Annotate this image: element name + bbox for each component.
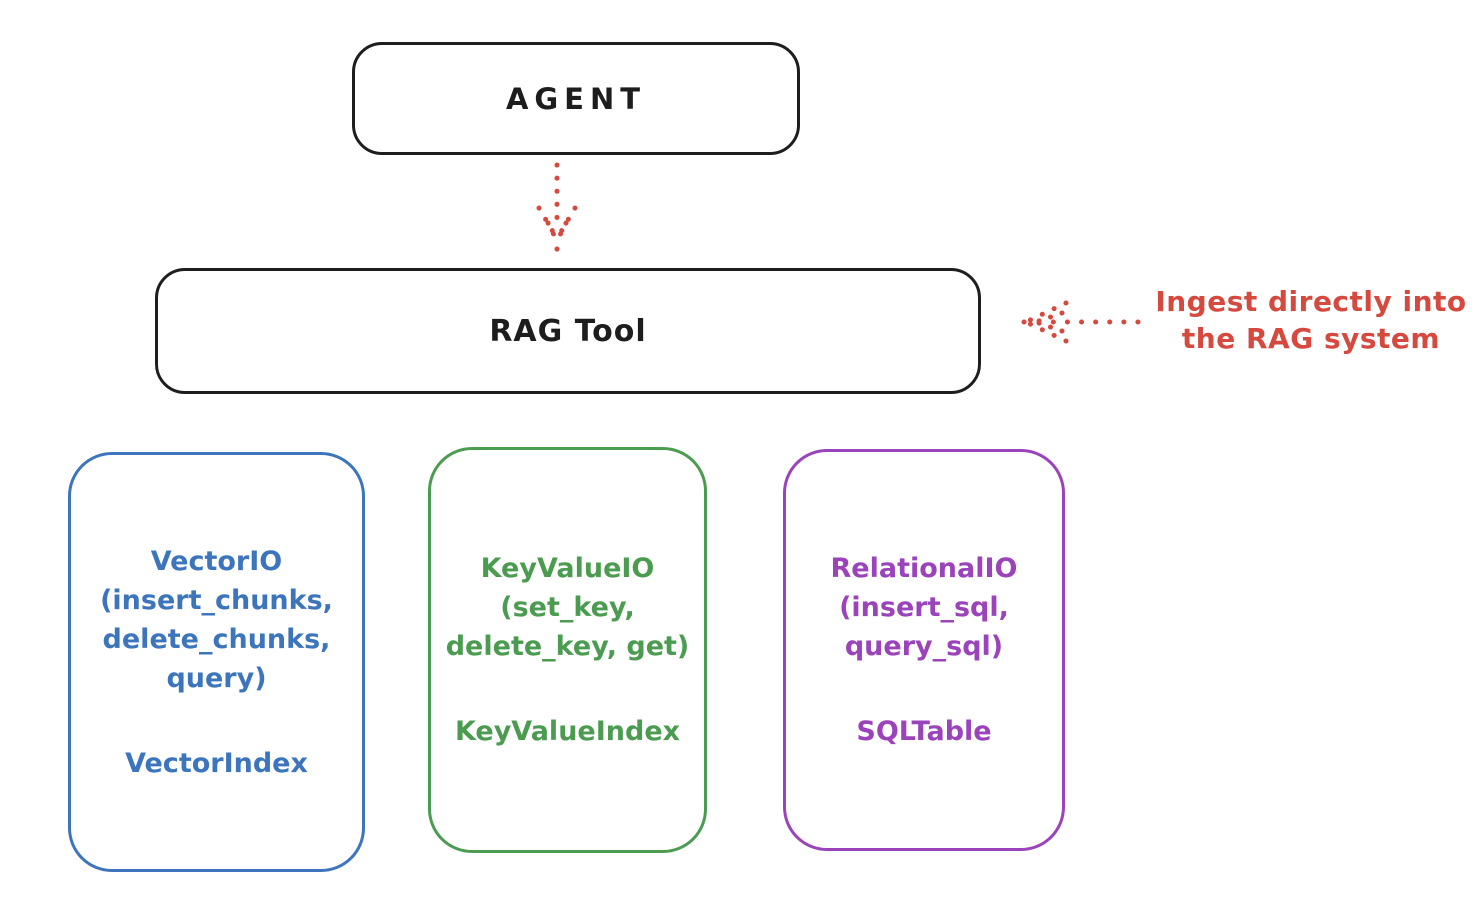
storage-box-line: (set_key, <box>500 592 635 623</box>
ingest-annotation-line1: Ingest directly into <box>1155 285 1467 318</box>
agent-label: AGENT <box>505 81 647 116</box>
storage-box-line: KeyValueIO <box>480 553 655 584</box>
storage-box-line: query) <box>166 662 267 694</box>
storage-box-line: VectorIO <box>150 545 283 577</box>
relational-io-lines: RelationalIO (insert_sql, query_sql) <box>831 549 1018 666</box>
agent-node: AGENT <box>352 42 800 155</box>
keyvalue-io-node: KeyValueIO (set_key, delete_key, get) KeyV… <box>428 447 707 853</box>
ingest-annotation: Ingest directly into the RAG system <box>1138 283 1484 357</box>
rag-tool-label: RAG Tool <box>489 313 647 349</box>
keyvalue-io-lines: KeyValueIO (set_key, delete_key, get) <box>446 549 690 666</box>
relational-io-node: RelationalIO (insert_sql, query_sql) SQLTa… <box>783 449 1065 851</box>
storage-box-line: (insert_chunks, <box>100 584 333 616</box>
rag-tool-node: RAG Tool <box>155 268 981 394</box>
ingest-annotation-line2: the RAG system <box>1181 322 1441 355</box>
dotted-arrow-left-icon <box>1021 300 1141 344</box>
storage-box-line: query_sql) <box>844 631 1004 662</box>
dotted-arrow-down-icon <box>536 162 578 252</box>
storage-box-line: RelationalIO <box>830 553 1018 584</box>
vector-index-label: VectorIndex <box>125 747 308 779</box>
storage-box-line: delete_key, get) <box>445 631 690 662</box>
keyvalue-index-label: KeyValueIndex <box>454 716 681 747</box>
storage-box-line: (insert_sql, <box>839 592 1009 623</box>
sql-table-label: SQLTable <box>856 716 992 747</box>
vector-io-node: VectorIO (insert_chunks, delete_chunks,que… <box>68 452 365 872</box>
storage-box-line: delete_chunks, <box>102 623 331 655</box>
vector-io-lines: VectorIO (insert_chunks, delete_chunks,que… <box>100 542 333 698</box>
